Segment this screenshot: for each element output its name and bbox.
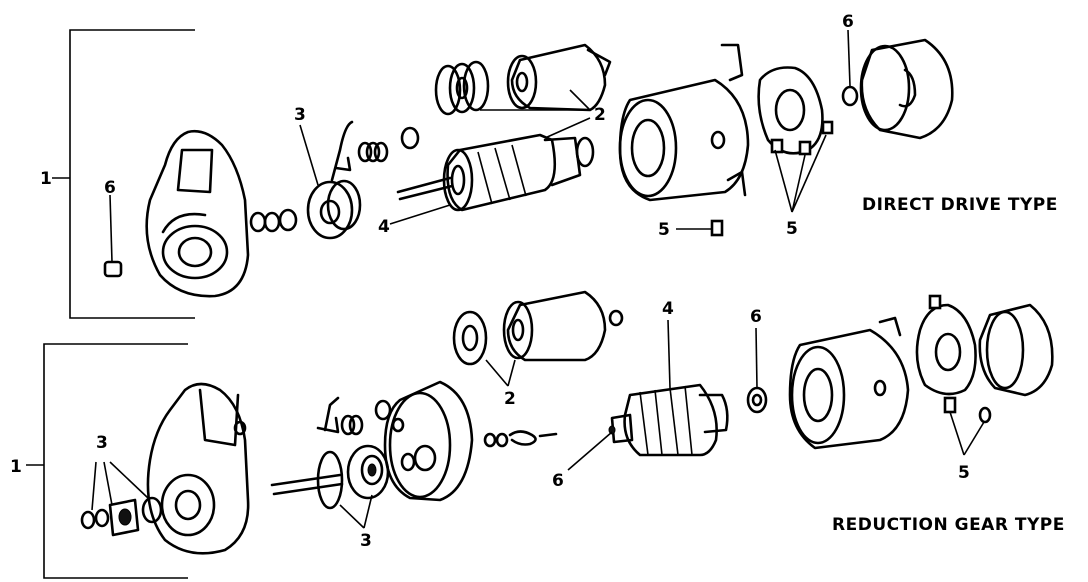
direct-drive-callout-6a: 6 xyxy=(842,12,854,32)
direct-drive-solenoid xyxy=(434,43,612,116)
reduction-gear-callout-2: 2 xyxy=(504,389,516,409)
reduction-gear-callout-5: 5 xyxy=(958,463,970,483)
reduction-gear-assembly: 1 2 3 3 4 5 6 6 REDUCTION GEAR TYPE xyxy=(10,290,1065,579)
direct-drive-armature xyxy=(396,133,595,212)
reduction-gear-armature xyxy=(608,319,729,457)
direct-drive-brush-holder xyxy=(757,66,834,156)
direct-drive-callout-3: 3 xyxy=(294,105,306,125)
reduction-gear-bracket xyxy=(43,343,188,579)
reduction-gear-callout-6a: 6 xyxy=(750,307,762,327)
direct-drive-spring xyxy=(357,126,420,163)
reduction-gear-springs xyxy=(340,399,392,436)
reduction-gear-callout-6b: 6 xyxy=(552,471,564,491)
direct-drive-title: DIRECT DRIVE TYPE xyxy=(862,195,1058,215)
reduction-gear-pinion xyxy=(80,461,163,537)
reduction-gear-title: REDUCTION GEAR TYPE xyxy=(832,515,1065,535)
reduction-gear-clutch xyxy=(270,396,390,510)
direct-drive-yoke xyxy=(618,43,750,202)
reduction-gear-ball-spring xyxy=(483,430,558,448)
reduction-gear-callout-4: 4 xyxy=(662,299,674,319)
direct-drive-callout-4: 4 xyxy=(378,217,390,237)
direct-drive-bushing xyxy=(841,85,859,107)
direct-drive-callout-2: 2 xyxy=(594,105,606,125)
direct-drive-callout-5a: 5 xyxy=(658,220,670,240)
direct-drive-clutch xyxy=(306,120,362,240)
reduction-gear-callout-1: 1 xyxy=(10,457,22,477)
direct-drive-bracket xyxy=(69,29,195,319)
direct-drive-washers xyxy=(249,208,298,233)
reduction-gear-callout-3a: 3 xyxy=(96,433,108,453)
reduction-gear-yoke xyxy=(788,316,910,450)
reduction-gear-brush-holder xyxy=(915,294,1054,456)
reduction-gear-gear-housing xyxy=(383,380,474,502)
direct-drive-callout-1: 1 xyxy=(40,169,52,189)
direct-drive-end-cover xyxy=(859,38,954,140)
reduction-gear-bushing xyxy=(567,327,768,471)
direct-drive-leaders xyxy=(109,29,851,263)
direct-drive-callout-6b: 6 xyxy=(104,178,116,198)
reduction-gear-housing xyxy=(146,382,250,555)
direct-drive-housing xyxy=(103,130,250,298)
direct-drive-callout-5b: 5 xyxy=(786,219,798,239)
direct-drive-assembly: 1 2 3 4 5 5 6 6 DIRECT DRIVE TYPE xyxy=(40,12,1058,319)
reduction-gear-callout-3b: 3 xyxy=(360,531,372,551)
reduction-gear-solenoid xyxy=(452,290,624,387)
